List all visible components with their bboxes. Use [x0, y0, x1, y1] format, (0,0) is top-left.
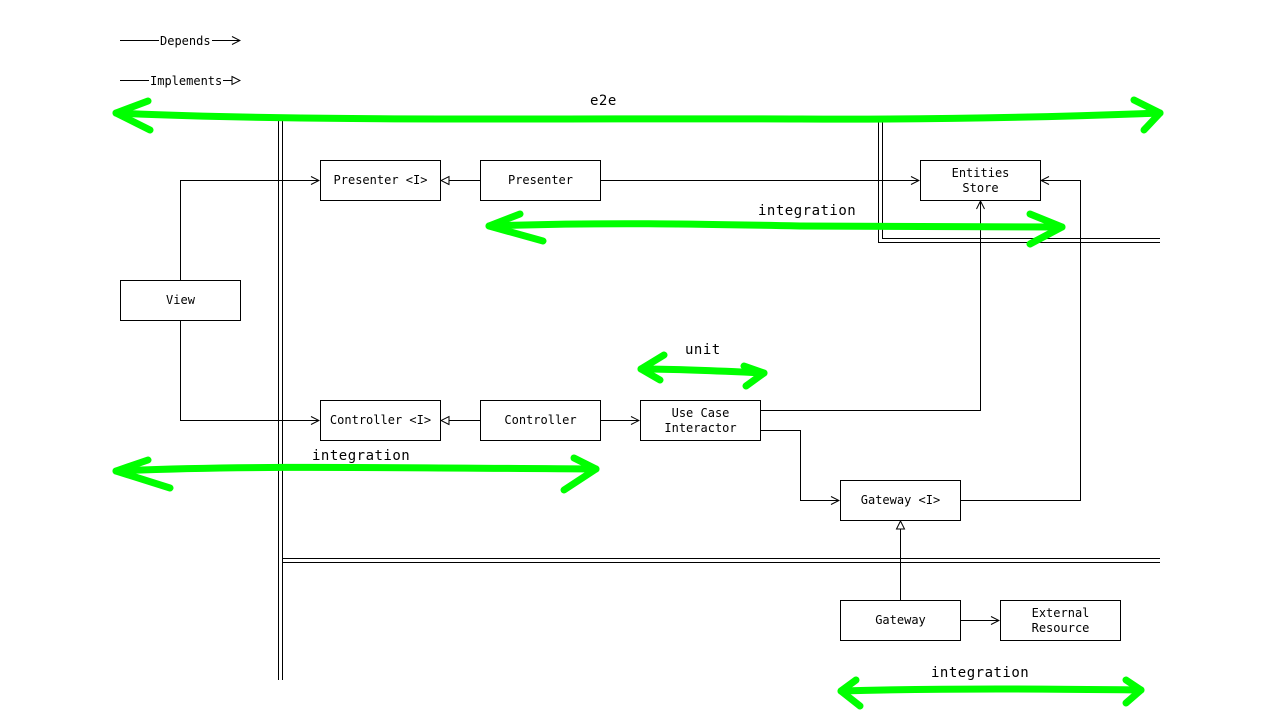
- integration-controller-scope-label: integration: [312, 448, 411, 464]
- entities-store-box: Entities Store: [920, 160, 1041, 201]
- integration-presentation-scope-arrow: [485, 210, 1066, 248]
- controller-interface-box: Controller <I>: [320, 400, 441, 441]
- legend-implements-label: Implements: [149, 74, 224, 88]
- view-to-controller-interface-arrow: [180, 320, 320, 421]
- presenter-interface-box: Presenter <I>: [320, 160, 441, 201]
- gateway-box: Gateway: [840, 600, 961, 641]
- e2e-scope-label: e2e: [590, 93, 617, 109]
- integration-gateway-scope-label: integration: [931, 665, 1030, 681]
- integration-controller-scope-arrow: [112, 454, 600, 494]
- e2e-scope-arrow: [112, 96, 1164, 134]
- unit-scope-label: unit: [685, 342, 721, 358]
- use-case-interactor-box: Use Case Interactor: [640, 400, 761, 441]
- gateway-interface-box: Gateway <I>: [840, 480, 961, 521]
- view-to-presenter-interface-arrow: [180, 181, 320, 280]
- external-resource-box: External Resource: [1000, 600, 1121, 641]
- unit-scope-arrow: [637, 351, 768, 390]
- integration-gateway-scope-arrow: [837, 676, 1145, 710]
- integration-presentation-scope-label: integration: [758, 203, 857, 219]
- legend-depends-label: Depends: [159, 34, 212, 48]
- controller-box: Controller: [480, 400, 601, 441]
- presenter-box: Presenter: [480, 160, 601, 201]
- layer-boundaries: [278, 120, 1160, 680]
- gateway-interface-to-entities-arrow: [960, 181, 1081, 501]
- interactor-to-entities-arrow: [760, 201, 981, 411]
- view-box: View: [120, 280, 241, 321]
- interactor-to-gateway-interface-arrow: [760, 430, 839, 501]
